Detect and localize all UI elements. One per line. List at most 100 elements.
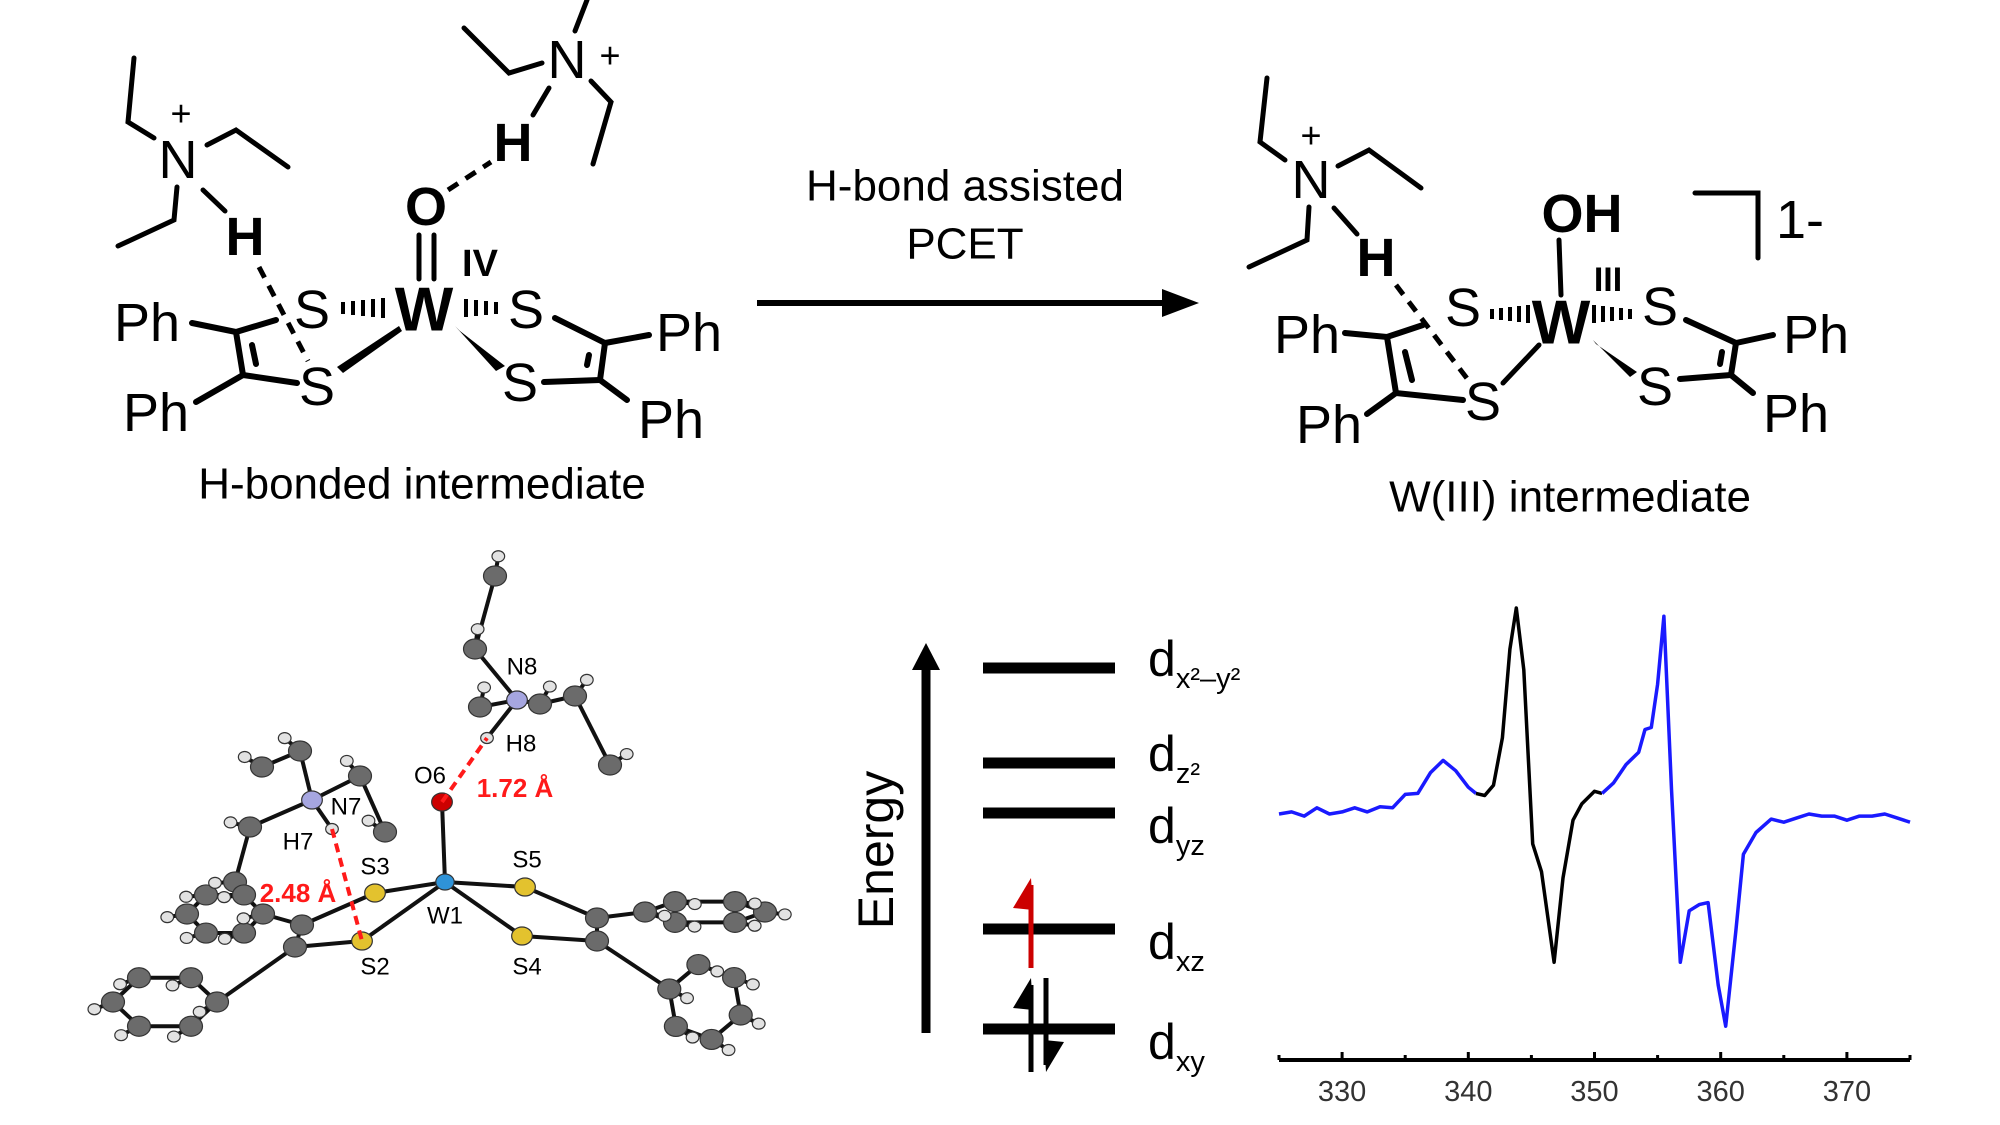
hydrogen-atom [113, 978, 128, 991]
orbital-label: dxy [1148, 1014, 1205, 1078]
positive-charge: + [1300, 115, 1321, 156]
atom-c [237, 816, 263, 838]
hydrogen-atom [542, 680, 557, 693]
hydrogen-atom [179, 931, 194, 945]
hydrogen-bond-o6-h8 [440, 736, 489, 804]
hydrogen-atom [223, 816, 238, 829]
x-tick-label: 360 [1697, 1076, 1745, 1108]
hydrogen-atom [192, 1005, 207, 1018]
atom-label-h8: H8 [506, 731, 537, 758]
hydroxyl-group: OH [1542, 184, 1623, 244]
wedge-bond [455, 326, 505, 371]
atom-s [351, 931, 373, 951]
crystal-structure: W1 O6 S3 S2 S5 S4 N7 H7 N8 H8 1.72 Å 2.4… [87, 550, 792, 1057]
x-tick-label: 350 [1570, 1076, 1618, 1108]
phenyl-group: Ph [114, 293, 180, 353]
phenyl-group: Ph [1274, 305, 1340, 365]
ligand-bond [1683, 317, 1739, 346]
atomic-bond [374, 880, 446, 895]
ethyl-bond [1335, 147, 1424, 191]
atom-c [178, 967, 204, 989]
sulfur-atom: S [1465, 372, 1501, 432]
ligand-bond [1393, 390, 1466, 403]
hydrogen-atom [217, 891, 232, 904]
phenyl-group: Ph [123, 383, 189, 443]
orbital-label: dz² [1148, 726, 1200, 790]
atom-c [722, 891, 748, 913]
c-c-double-bond [1728, 340, 1739, 378]
atom-c [686, 953, 711, 976]
hydrogen-atom [477, 681, 492, 694]
charge-bracket [1692, 190, 1761, 261]
hydrogen-atom [160, 911, 175, 924]
hydrogen-atom [470, 623, 485, 636]
atomic-bond [215, 945, 297, 1004]
hydrogen-atom [361, 814, 376, 827]
atom-c [287, 740, 313, 762]
positive-charge: + [599, 35, 620, 76]
atom-s [511, 926, 533, 946]
atom-c [597, 754, 623, 776]
ethyl-bond [1246, 204, 1312, 270]
atom-label-s4: S4 [512, 954, 541, 981]
ethyl-bond [204, 127, 291, 170]
hydrogen-atom [208, 876, 222, 889]
phenyl-group: Ph [1763, 384, 1829, 444]
hydrogen-atom [777, 908, 792, 921]
ethyl-bond [125, 55, 157, 141]
energy-axis-label: Energy [848, 771, 904, 929]
hydrogen-atom [236, 912, 251, 925]
hydrogen-atom [680, 992, 694, 1005]
left-structure-caption: H-bonded intermediate [198, 460, 646, 509]
atom-label-w1: W1 [427, 903, 463, 930]
hydrogen-atom [619, 747, 634, 761]
atom-c [699, 1028, 724, 1051]
n-h-bond [1331, 205, 1360, 237]
ligand-bond [552, 315, 608, 346]
atom-label-n7: N7 [331, 794, 362, 821]
ethyl-bond [572, 0, 590, 34]
atom-c [722, 966, 747, 989]
phenyl-group: Ph [1296, 395, 1362, 455]
hydrogen-atom [277, 732, 292, 745]
ligand-bond [541, 377, 603, 385]
atom-c [728, 1004, 753, 1026]
hydrogen-atom [491, 550, 506, 563]
phenyl-group: Ph [638, 390, 704, 450]
atomic-bond [595, 939, 671, 991]
atom-c [584, 907, 610, 929]
nitrogen-atom: N [548, 30, 587, 90]
atom-c [193, 884, 219, 906]
distance-s2-h7: 2.48 Å [260, 878, 337, 908]
hydrogen-atom [114, 1029, 129, 1042]
atom-c [632, 901, 658, 923]
atomic-bond [443, 880, 524, 938]
atomic-bond [573, 695, 612, 766]
hydrogen-bond [446, 159, 493, 193]
n-h-bond [200, 187, 228, 214]
n-h-bond [530, 85, 552, 118]
ligand-bond [1677, 372, 1734, 382]
arrow-head-icon [1162, 289, 1199, 317]
hydrogen-atom [745, 978, 760, 991]
x-tick-label: 340 [1444, 1076, 1492, 1108]
crystal-atoms [87, 550, 792, 1057]
atom-c [282, 936, 308, 958]
phenyl-group: Ph [656, 303, 722, 363]
x-tick-label: 370 [1823, 1076, 1871, 1108]
sulfur-atom: S [294, 280, 330, 340]
c-c-double-bond [1384, 334, 1399, 396]
sulfur-atom: S [299, 357, 335, 417]
hashed-bond [1490, 305, 1632, 323]
wedge-bond [337, 326, 402, 373]
atom-c [467, 696, 493, 718]
complex-charge: 1- [1776, 190, 1824, 250]
w-oh-bond [1556, 237, 1564, 298]
hydrogen-atom [217, 932, 232, 945]
atom-c [231, 922, 257, 944]
ethyl-bond [1257, 75, 1288, 163]
hydrogen-atom [179, 890, 194, 903]
atom-c [204, 991, 230, 1013]
